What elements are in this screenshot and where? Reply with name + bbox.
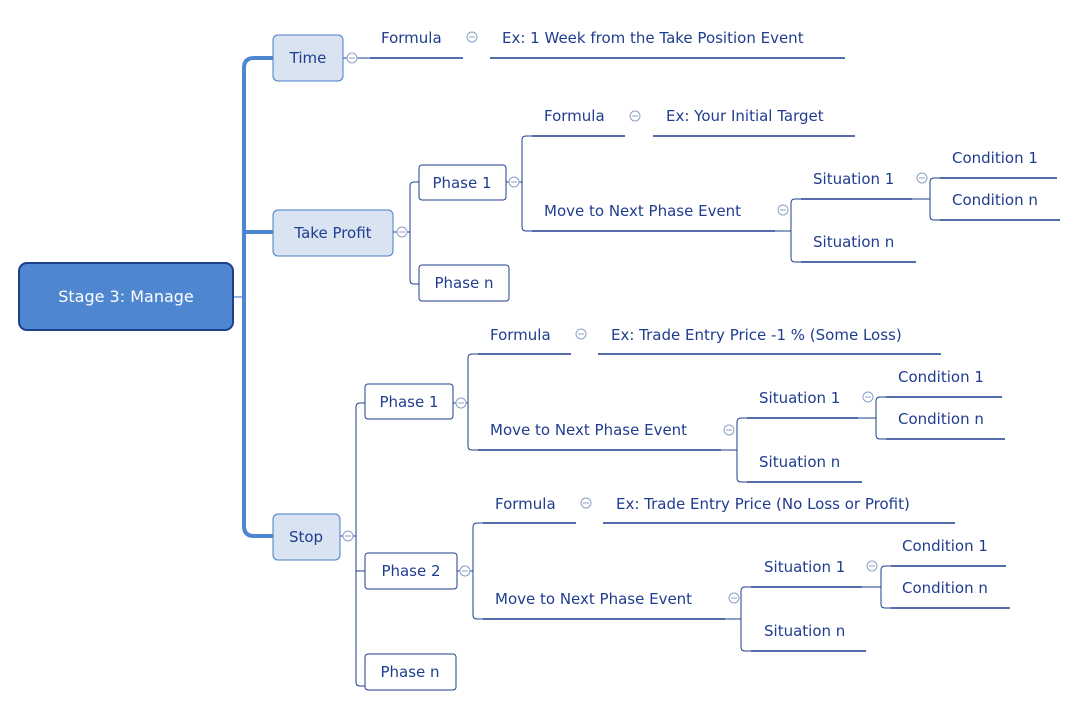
tp-phase-n-label: Phase n <box>434 274 493 292</box>
tp-p1-condition-n[interactable]: Condition n <box>952 191 1038 209</box>
collapse-toggle-icon[interactable] <box>396 226 408 238</box>
stop-p1-situation-n[interactable]: Situation n <box>759 453 840 471</box>
root-topic[interactable]: Stage 3: Manage <box>18 262 234 331</box>
stop-phase-1[interactable]: Phase 1 <box>364 383 454 420</box>
tp-p1-situation-n[interactable]: Situation n <box>813 233 894 251</box>
stop-phase-n[interactable]: Phase n <box>364 653 457 691</box>
topic-take-profit-label: Take Profit <box>293 224 371 242</box>
collapse-toggle-icon[interactable] <box>866 560 878 572</box>
topic-stop-label: Stop <box>289 528 323 546</box>
stop-p2-condition-n[interactable]: Condition n <box>902 579 988 597</box>
collapse-toggles <box>342 31 928 604</box>
topic-take-profit[interactable]: Take Profit <box>272 209 394 257</box>
stop-phase-1-label: Phase 1 <box>379 393 438 411</box>
collapse-toggle-icon[interactable] <box>455 397 467 409</box>
stop-p1-condition-n[interactable]: Condition n <box>898 410 984 428</box>
topic-time[interactable]: Time <box>272 34 344 82</box>
stop-p1-formula-value[interactable]: Ex: Trade Entry Price -1 % (Some Loss) <box>611 326 902 344</box>
stop-p1-condition-1[interactable]: Condition 1 <box>898 368 984 386</box>
collapse-toggle-icon[interactable] <box>466 31 478 43</box>
topic-underlines <box>370 57 1060 652</box>
tp-p1-formula-value[interactable]: Ex: Your Initial Target <box>666 107 824 125</box>
topic-stop[interactable]: Stop <box>272 513 341 561</box>
tp-phase-1-label: Phase 1 <box>432 174 491 192</box>
collapse-toggle-icon[interactable] <box>580 497 592 509</box>
stop-phase-2-label: Phase 2 <box>381 562 440 580</box>
time-formula-value[interactable]: Ex: 1 Week from the Take Position Event <box>502 29 804 47</box>
stop-p1-move-event[interactable]: Move to Next Phase Event <box>490 421 687 439</box>
collapse-toggle-icon[interactable] <box>916 172 928 184</box>
stop-p2-move-event[interactable]: Move to Next Phase Event <box>495 590 692 608</box>
stop-p2-condition-1[interactable]: Condition 1 <box>902 537 988 555</box>
stop-p1-formula[interactable]: Formula <box>490 326 551 344</box>
stop-phase-2[interactable]: Phase 2 <box>364 552 458 590</box>
time-formula[interactable]: Formula <box>381 29 442 47</box>
tp-p1-move-event[interactable]: Move to Next Phase Event <box>544 202 741 220</box>
tp-phase-n[interactable]: Phase n <box>418 264 510 302</box>
collapse-toggle-icon[interactable] <box>777 204 789 216</box>
collapse-toggle-icon[interactable] <box>342 530 354 542</box>
stop-p1-situation-1[interactable]: Situation 1 <box>759 389 840 407</box>
stop-phase-n-label: Phase n <box>380 663 439 681</box>
tp-phase-1[interactable]: Phase 1 <box>418 164 507 201</box>
collapse-toggle-icon[interactable] <box>862 391 874 403</box>
tp-p1-formula[interactable]: Formula <box>544 107 605 125</box>
tp-p1-condition-1[interactable]: Condition 1 <box>952 149 1038 167</box>
collapse-toggle-icon[interactable] <box>459 565 471 577</box>
stop-p2-formula-value[interactable]: Ex: Trade Entry Price (No Loss or Profit… <box>616 495 910 513</box>
collapse-toggle-icon[interactable] <box>728 592 740 604</box>
collapse-toggle-icon[interactable] <box>723 424 735 436</box>
stop-p2-situation-n[interactable]: Situation n <box>764 622 845 640</box>
stop-p2-formula[interactable]: Formula <box>495 495 556 513</box>
topic-time-label: Time <box>289 49 327 67</box>
tp-p1-situation-1[interactable]: Situation 1 <box>813 170 894 188</box>
collapse-toggle-icon[interactable] <box>508 176 520 188</box>
stop-p2-situation-1[interactable]: Situation 1 <box>764 558 845 576</box>
collapse-toggle-icon[interactable] <box>575 328 587 340</box>
collapse-toggle-icon[interactable] <box>346 52 358 64</box>
root-topic-label: Stage 3: Manage <box>58 287 194 306</box>
collapse-toggle-icon[interactable] <box>629 110 641 122</box>
